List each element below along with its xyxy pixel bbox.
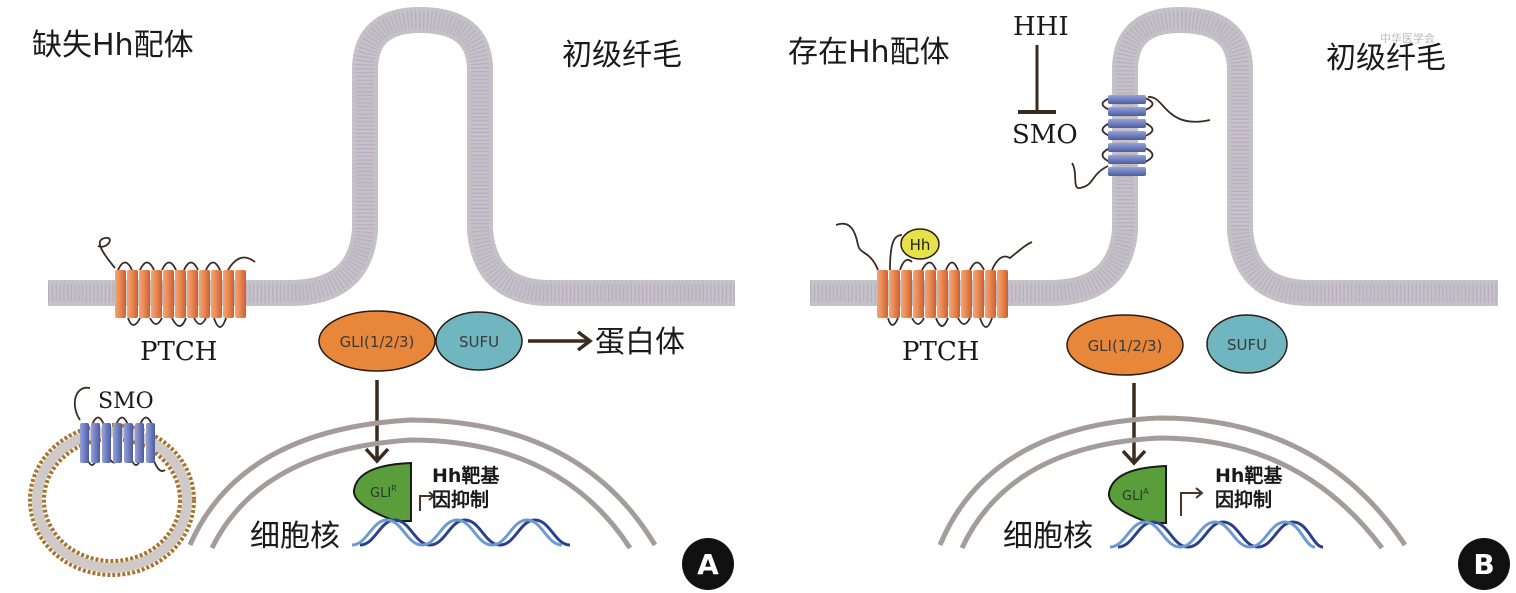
panel-b-badge: B xyxy=(1458,538,1510,590)
panel-b: 存在Hh配体 初级纤毛 中华医学会 HHI SMO xyxy=(788,6,1510,590)
panel-a-nuclear-arrow xyxy=(364,380,390,464)
panel-a: 缺失Hh配体 初级纤毛 xyxy=(28,6,735,590)
smo-helices-cilium xyxy=(1108,95,1146,176)
panel-a-badge: A xyxy=(682,538,734,590)
panel-a-smo-label: SMO xyxy=(98,389,154,414)
panel-a-proteasome-label: 蛋白体 xyxy=(595,325,685,360)
panel-b-ptch-label: PTCH xyxy=(902,337,979,367)
panel-b-gli-nuclear-label: GLIA xyxy=(1122,487,1149,504)
panel-b-target-gene-line2: 因抑制 xyxy=(1215,488,1272,511)
panel-a-condition-label: 缺失Hh配体 xyxy=(32,28,194,63)
panel-b-gli-activator: GLIA xyxy=(1107,464,1167,524)
panel-a-dna-helix xyxy=(351,518,571,547)
panel-b-cell-membrane xyxy=(810,6,1498,306)
panel-a-gli-label: GLI(1/2/3) xyxy=(340,333,415,351)
smo-helices-vesicle xyxy=(80,423,155,463)
hh-ligand: Hh xyxy=(900,228,940,260)
panel-b-nucleus-envelope xyxy=(937,415,1408,550)
panel-a-gli-sufu-complex: GLI(1/2/3) SUFU xyxy=(318,310,523,372)
panel-b-hh-label: Hh xyxy=(910,236,931,254)
panel-a-target-gene-line2: 因抑制 xyxy=(432,488,489,511)
panel-a-target-gene-line1: Hh靶基 xyxy=(432,464,500,487)
panel-a-nucleus-label: 细胞核 xyxy=(250,519,340,554)
panel-a-degradation-arrow xyxy=(528,330,593,352)
ptch-helices xyxy=(115,270,246,318)
panel-b-target-gene-line1: Hh靶基 xyxy=(1215,464,1283,487)
panel-a-gli-nuclear-label: GLIR xyxy=(370,484,397,501)
panel-a-ptch-receptor xyxy=(97,237,256,328)
panel-b-dna-helix xyxy=(1109,520,1324,549)
panel-a-smo-vesicle xyxy=(28,386,196,577)
panel-b-nuclear-arrow xyxy=(1121,383,1147,466)
panel-b-hhi-label: HHI xyxy=(1013,12,1069,42)
sufu-protein xyxy=(435,311,523,371)
svg-text:A: A xyxy=(697,548,719,581)
gli-protein xyxy=(318,310,436,372)
panel-b-inhibition-bar xyxy=(1018,45,1056,114)
panel-b-cilium-label: 初级纤毛 xyxy=(1326,41,1446,76)
panel-b-smo-receptor xyxy=(1071,95,1211,189)
panel-a-nucleus-envelope xyxy=(187,417,658,550)
watermark: 中华医学会 xyxy=(1380,31,1435,45)
panel-b-smo-inhibitor-target-label: SMO xyxy=(1012,120,1078,150)
panel-b-nucleus-label: 细胞核 xyxy=(1003,519,1093,554)
panel-a-sufu-label: SUFU xyxy=(459,333,499,351)
panel-a-gli-repressor: GLIR xyxy=(352,461,412,522)
panel-a-ptch-label: PTCH xyxy=(140,337,217,367)
svg-text:B: B xyxy=(1473,548,1494,581)
panel-b-sufu-label: SUFU xyxy=(1227,336,1267,354)
ptch-helices-b xyxy=(877,270,1008,318)
panel-b-gli-label: GLI(1/2/3) xyxy=(1088,337,1163,355)
panel-a-cilium-label: 初级纤毛 xyxy=(562,38,682,73)
panel-b-ptch-receptor: Hh xyxy=(835,222,1033,328)
panel-b-gli-protein: GLI(1/2/3) xyxy=(1066,314,1184,376)
panel-b-sufu-protein: SUFU xyxy=(1206,314,1288,374)
panel-b-condition-label: 存在Hh配体 xyxy=(788,35,950,70)
panel-a-cell-membrane xyxy=(48,6,735,306)
